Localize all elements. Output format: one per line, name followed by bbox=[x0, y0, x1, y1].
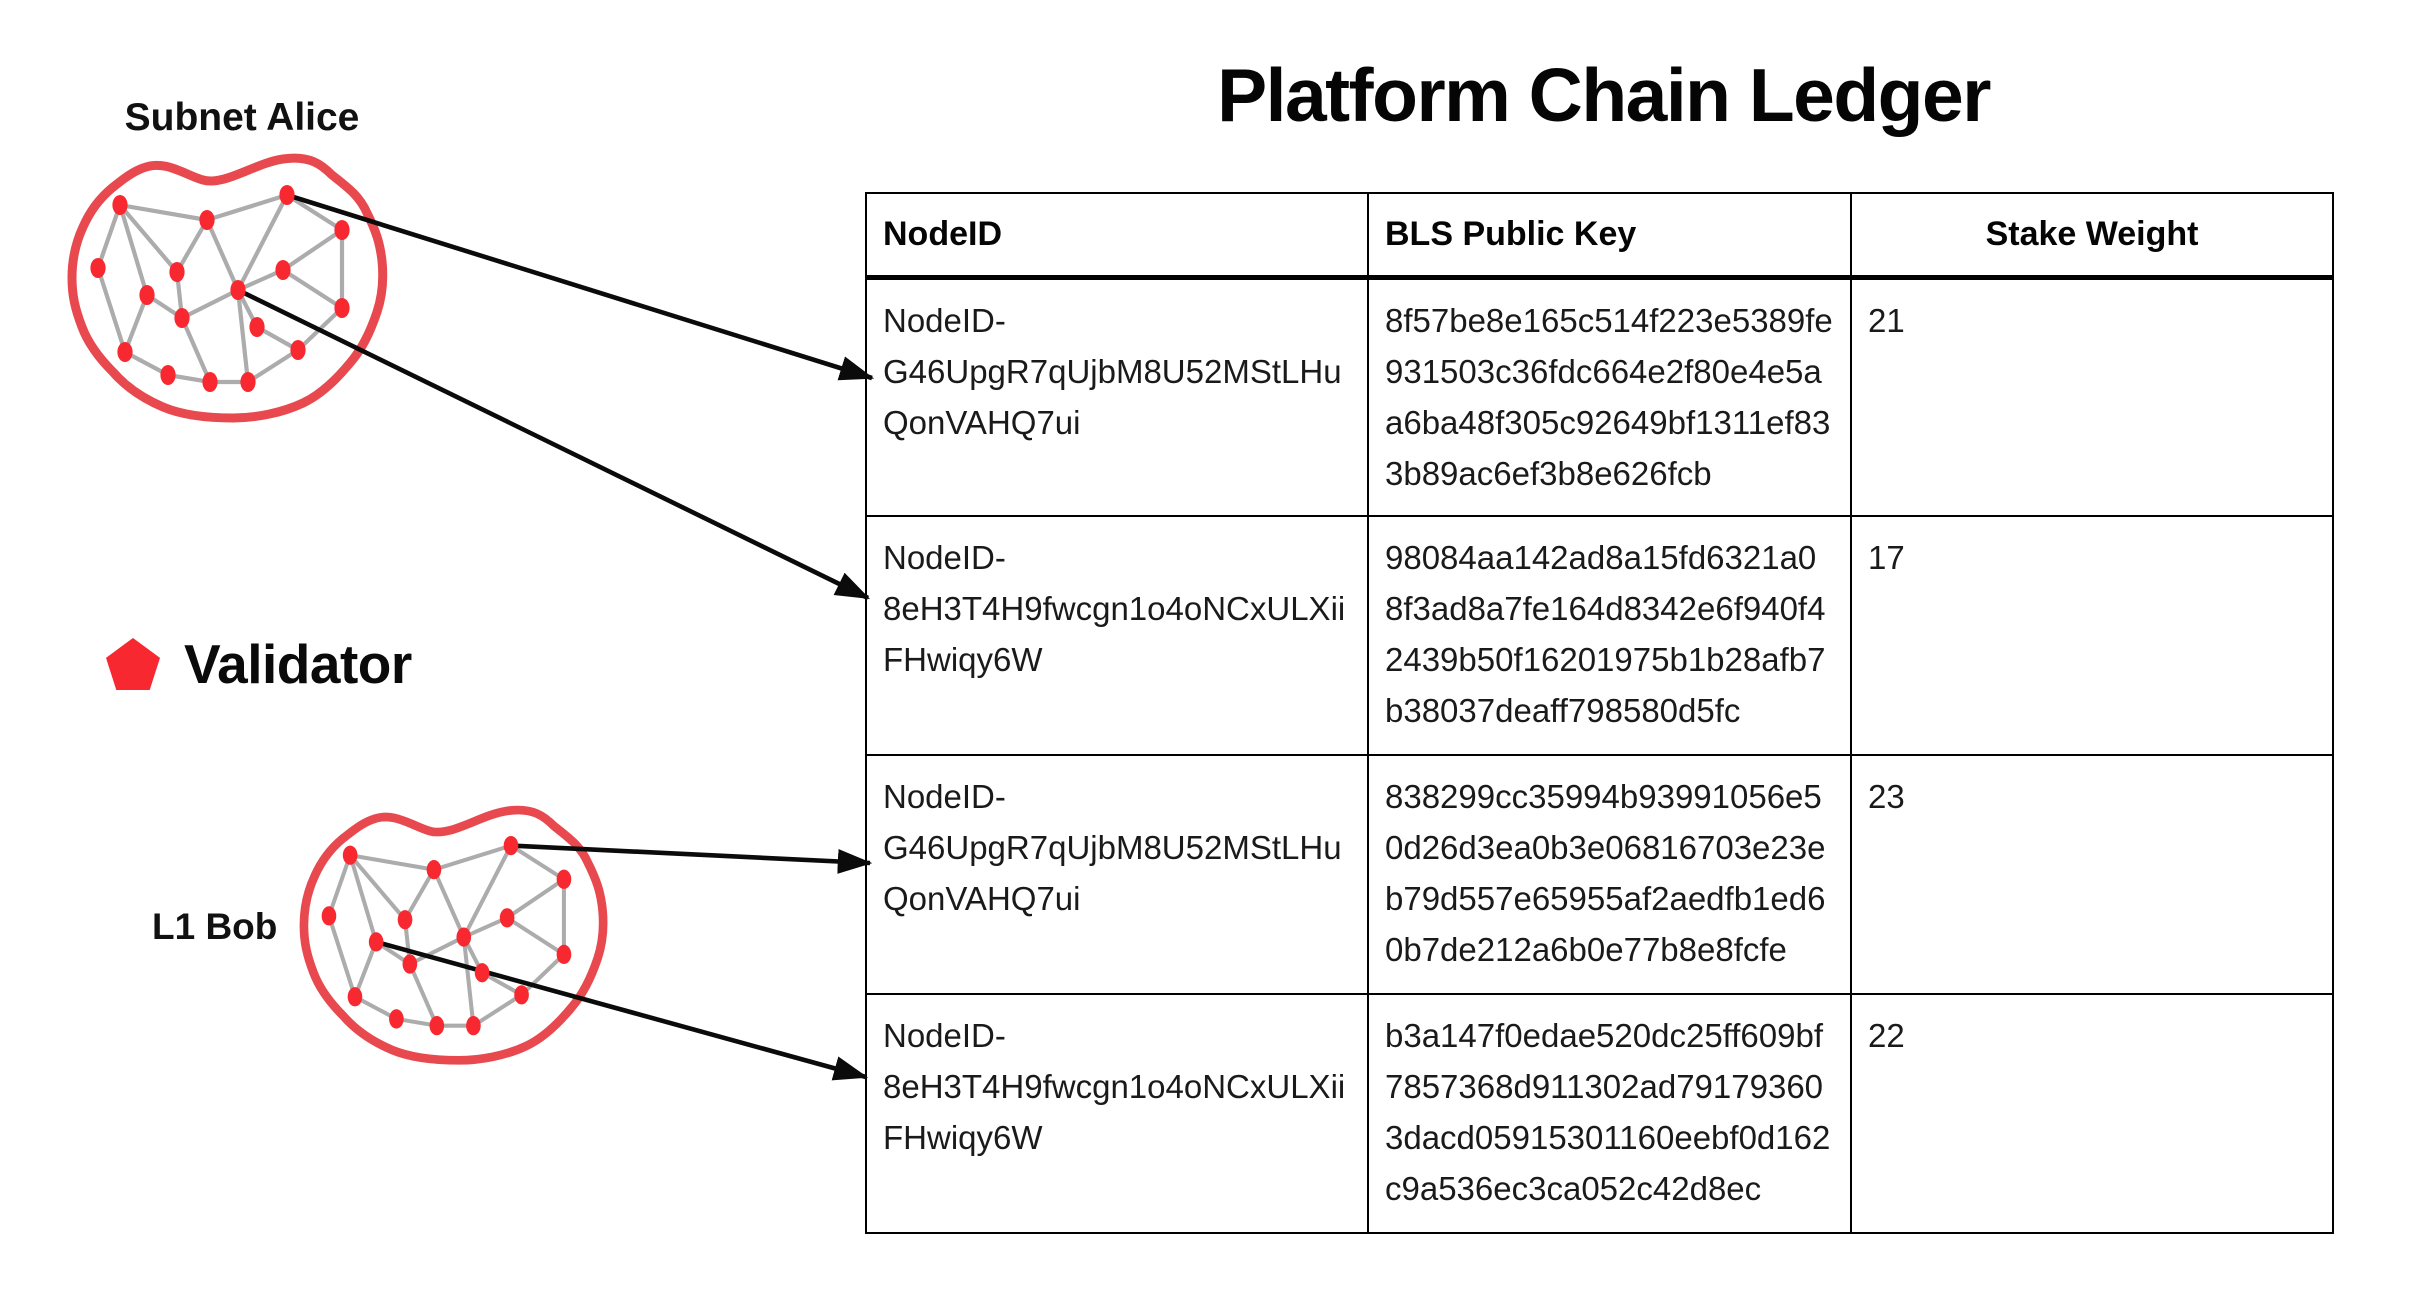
subnet-alice-network bbox=[67, 153, 388, 423]
table-header-row: NodeID BLS Public Key Stake Weight bbox=[865, 192, 2334, 280]
validator-node bbox=[456, 927, 472, 947]
validator-node bbox=[347, 987, 363, 1007]
bls-public-key-cell: 98084aa142ad8a15fd6321a08f3ad8a7fe164d83… bbox=[1367, 515, 1852, 756]
mapping-arrow bbox=[286, 192, 875, 381]
validator-node bbox=[279, 185, 295, 205]
validator-node bbox=[321, 906, 337, 926]
node-id-cell: NodeID-8eH3T4H9fwcgn1o4oNCxULXiiFHwiqy6W bbox=[865, 515, 1369, 756]
bls-public-key-cell: 8f57be8e165c514f223e5389fe931503c36fdc66… bbox=[1367, 276, 1852, 517]
table-row: NodeID-8eH3T4H9fwcgn1o4oNCxULXiiFHwiqy6W… bbox=[865, 993, 2334, 1234]
table-row: NodeID-G46UpgR7qUjbM8U52MStLHuQonVAHQ7ui… bbox=[865, 276, 2334, 517]
validator-node bbox=[202, 372, 218, 392]
validator-node bbox=[499, 908, 515, 928]
validator-node bbox=[240, 372, 256, 392]
validator-node bbox=[368, 932, 384, 952]
bls-public-key-cell: 838299cc35994b93991056e50d26d3ea0b3e0681… bbox=[1367, 754, 1852, 995]
column-header-bls-public-key: BLS Public Key bbox=[1367, 192, 1852, 280]
validator-node bbox=[426, 860, 442, 880]
validator-node bbox=[160, 365, 176, 385]
validator-node bbox=[503, 835, 519, 856]
subnet-alice-validators bbox=[90, 185, 350, 392]
subnet-boundary bbox=[299, 805, 608, 1065]
node-id-cell: NodeID-8eH3T4H9fwcgn1o4oNCxULXiiFHwiqy6W bbox=[865, 993, 1369, 1234]
validator-node bbox=[402, 954, 418, 974]
validator-node bbox=[514, 985, 529, 1005]
node-id-cell: NodeID-G46UpgR7qUjbM8U52MStLHuQonVAHQ7ui bbox=[865, 276, 1369, 517]
validator-node bbox=[466, 1016, 481, 1036]
subnet-alice-label: Subnet Alice bbox=[124, 96, 360, 139]
validator-node bbox=[342, 845, 358, 865]
validator-node bbox=[112, 195, 128, 215]
table-row: NodeID-8eH3T4H9fwcgn1o4oNCxULXiiFHwiqy6W… bbox=[865, 515, 2334, 756]
subnet-bob-network bbox=[299, 805, 608, 1065]
validator-node bbox=[556, 944, 572, 965]
stake-weight-cell: 17 bbox=[1850, 515, 2334, 756]
validator-legend: Validator bbox=[106, 632, 412, 696]
validator-node bbox=[199, 210, 215, 230]
page-title: Platform Chain Ledger bbox=[1217, 53, 1991, 137]
validator-node bbox=[556, 869, 572, 889]
validator-node bbox=[290, 340, 306, 360]
mapping-arrow bbox=[510, 843, 873, 874]
bls-public-key-cell: b3a147f0edae520dc25ff609bf7857368d911302… bbox=[1367, 993, 1852, 1234]
subnet-bob-validators bbox=[321, 835, 572, 1036]
table-row: NodeID-G46UpgR7qUjbM8U52MStLHuQonVAHQ7ui… bbox=[865, 754, 2334, 995]
validator-node bbox=[139, 285, 155, 305]
validator-node bbox=[334, 298, 350, 318]
validator-node bbox=[117, 342, 133, 362]
validator-node bbox=[389, 1009, 404, 1029]
validator-node bbox=[230, 280, 246, 300]
subnet-boundary bbox=[67, 153, 388, 423]
column-header-nodeid: NodeID bbox=[865, 192, 1369, 280]
validator-node bbox=[174, 308, 190, 328]
stake-weight-cell: 23 bbox=[1850, 754, 2334, 995]
validator-node bbox=[90, 258, 106, 278]
validator-node bbox=[474, 963, 490, 983]
validator-node bbox=[334, 220, 350, 240]
column-header-stake-weight: Stake Weight bbox=[1850, 192, 2334, 280]
pentagon-icon bbox=[106, 638, 160, 690]
node-id-cell: NodeID-G46UpgR7qUjbM8U52MStLHuQonVAHQ7ui bbox=[865, 754, 1369, 995]
stake-weight-cell: 22 bbox=[1850, 993, 2334, 1234]
platform-chain-ledger-table: NodeID BLS Public Key Stake Weight NodeI… bbox=[865, 192, 2334, 1234]
validator-node bbox=[429, 1016, 445, 1036]
stake-weight-cell: 21 bbox=[1850, 276, 2334, 517]
mapping-arrow bbox=[375, 939, 869, 1081]
subnet-bob-label: L1 Bob bbox=[152, 906, 278, 947]
validator-node bbox=[249, 317, 265, 337]
validator-node bbox=[169, 262, 185, 282]
validator-node bbox=[275, 260, 291, 280]
legend-label: Validator bbox=[184, 633, 412, 695]
mapping-arrow bbox=[236, 287, 871, 601]
validator-node bbox=[397, 910, 413, 930]
